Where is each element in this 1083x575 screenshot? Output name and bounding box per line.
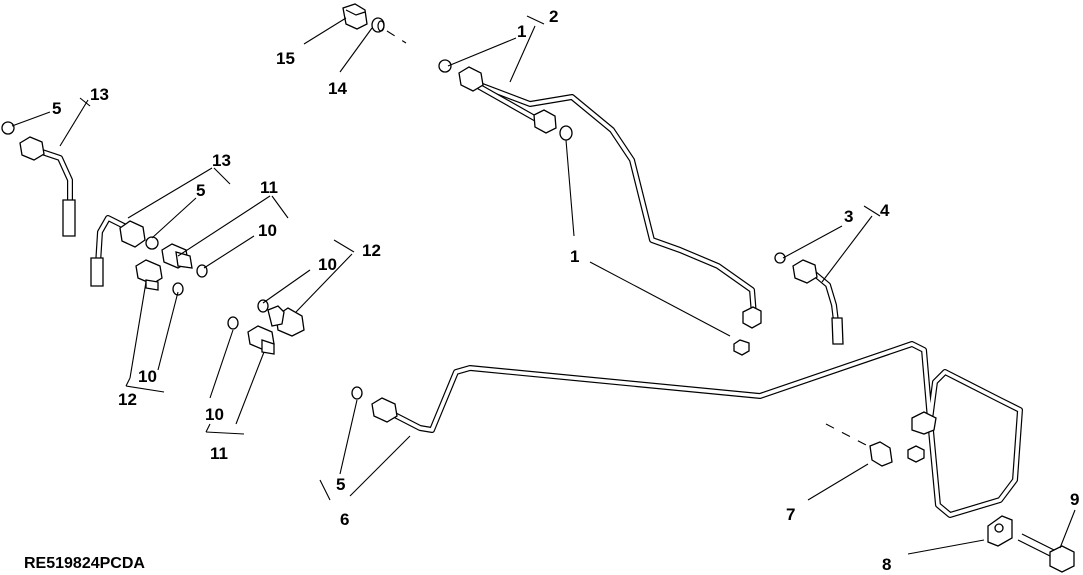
- fitting-part-11-upper: [161, 243, 193, 269]
- ferrule-part-14: [371, 17, 385, 33]
- callout-5: 5: [196, 181, 205, 200]
- callout-5: 5: [52, 99, 61, 118]
- assembly-axis-line: [825, 423, 869, 447]
- callout-12: 12: [362, 241, 381, 260]
- fuel-line-elbow-center: [90, 215, 159, 287]
- callout-3: 3: [844, 207, 853, 226]
- callout-6: 6: [340, 510, 349, 529]
- leader-lines: [11, 15, 1076, 555]
- callout-4: 4: [880, 201, 890, 220]
- figure-id: RE519824PCDA: [24, 555, 145, 572]
- fuel-line-upper: [469, 79, 757, 318]
- bolt-part-9: [1017, 533, 1075, 573]
- callout-12: 12: [118, 390, 137, 409]
- fuel-line-elbow-right: [774, 252, 844, 345]
- spacer-part-7: [869, 441, 925, 467]
- callout-14: 14: [328, 79, 347, 98]
- sleeve-part-1: [438, 59, 750, 356]
- callout-7: 7: [786, 505, 795, 524]
- callout-13: 13: [90, 85, 109, 104]
- callout-8: 8: [882, 555, 891, 574]
- callout-5: 5: [336, 475, 345, 494]
- clamp-part-8: [987, 515, 1013, 547]
- callout-10: 10: [258, 221, 277, 240]
- line-nut-upper: [458, 66, 762, 329]
- washer-part-10: [172, 264, 269, 330]
- fuel-line-elbow-left: [1, 121, 76, 237]
- callout-labels: 1 2 1 3 4 5 13 13 5 11 10 12 10 10 12 10…: [52, 7, 1079, 574]
- callout-1: 1: [570, 247, 579, 266]
- fitting-part-12-left: [135, 259, 163, 291]
- callout-10: 10: [138, 367, 157, 386]
- fuel-line-lower: [351, 341, 1023, 518]
- callout-11: 11: [210, 444, 228, 463]
- callout-9: 9: [1070, 490, 1079, 509]
- callout-2: 2: [549, 7, 558, 26]
- callout-1: 1: [517, 22, 526, 41]
- nut-part-15: [342, 3, 368, 30]
- callout-10: 10: [318, 255, 337, 274]
- assembly-axis-line: [386, 30, 407, 44]
- fitting-part-12-right: [267, 305, 305, 337]
- fitting-part-11-lower: [247, 325, 275, 355]
- callout-10: 10: [205, 405, 224, 424]
- callout-15: 15: [276, 49, 295, 68]
- callout-13: 13: [212, 151, 231, 170]
- callout-11: 11: [260, 178, 278, 197]
